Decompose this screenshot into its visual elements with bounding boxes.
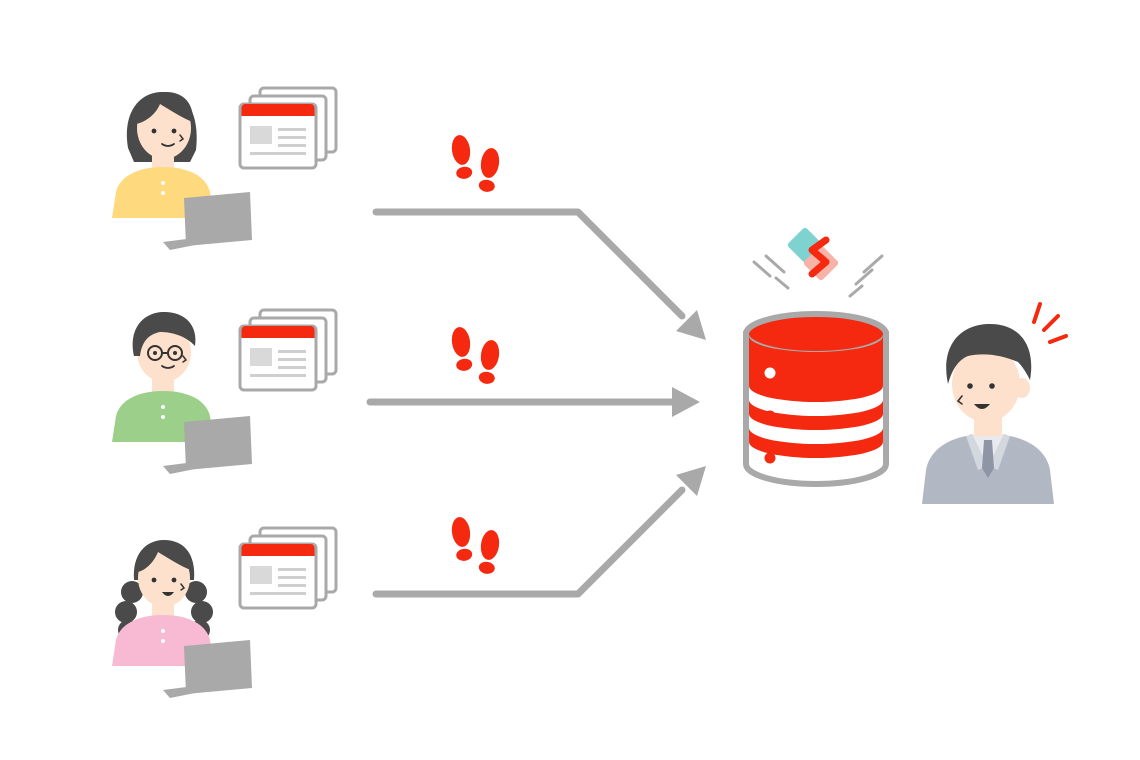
s-logo-icon bbox=[787, 227, 839, 281]
web-page-stack-icon bbox=[238, 86, 338, 170]
surprise-lines bbox=[1032, 302, 1068, 344]
user-pink-with-laptop bbox=[112, 526, 338, 698]
emphasis-lines-right bbox=[848, 254, 884, 298]
user-green-with-laptop bbox=[112, 308, 338, 474]
web-page-stack-icon bbox=[238, 526, 338, 610]
person-with-laptop-icon bbox=[112, 540, 252, 698]
emphasis-lines-left bbox=[752, 254, 790, 290]
web-page-stack-icon bbox=[238, 308, 338, 392]
database-icon bbox=[743, 311, 889, 487]
footprints-icon bbox=[450, 325, 501, 385]
footprints-icon bbox=[450, 133, 501, 193]
person-with-laptop-icon bbox=[112, 92, 252, 250]
footprints-icon bbox=[450, 515, 501, 575]
user-yellow-with-laptop bbox=[112, 86, 338, 250]
flow-arrow-bottom bbox=[372, 466, 706, 598]
person-with-laptop-icon bbox=[112, 312, 252, 474]
flow-arrow-top bbox=[372, 208, 706, 340]
glasses-icon bbox=[147, 345, 183, 361]
businessman-icon bbox=[922, 324, 1054, 504]
flow-arrow-middle bbox=[366, 387, 700, 417]
